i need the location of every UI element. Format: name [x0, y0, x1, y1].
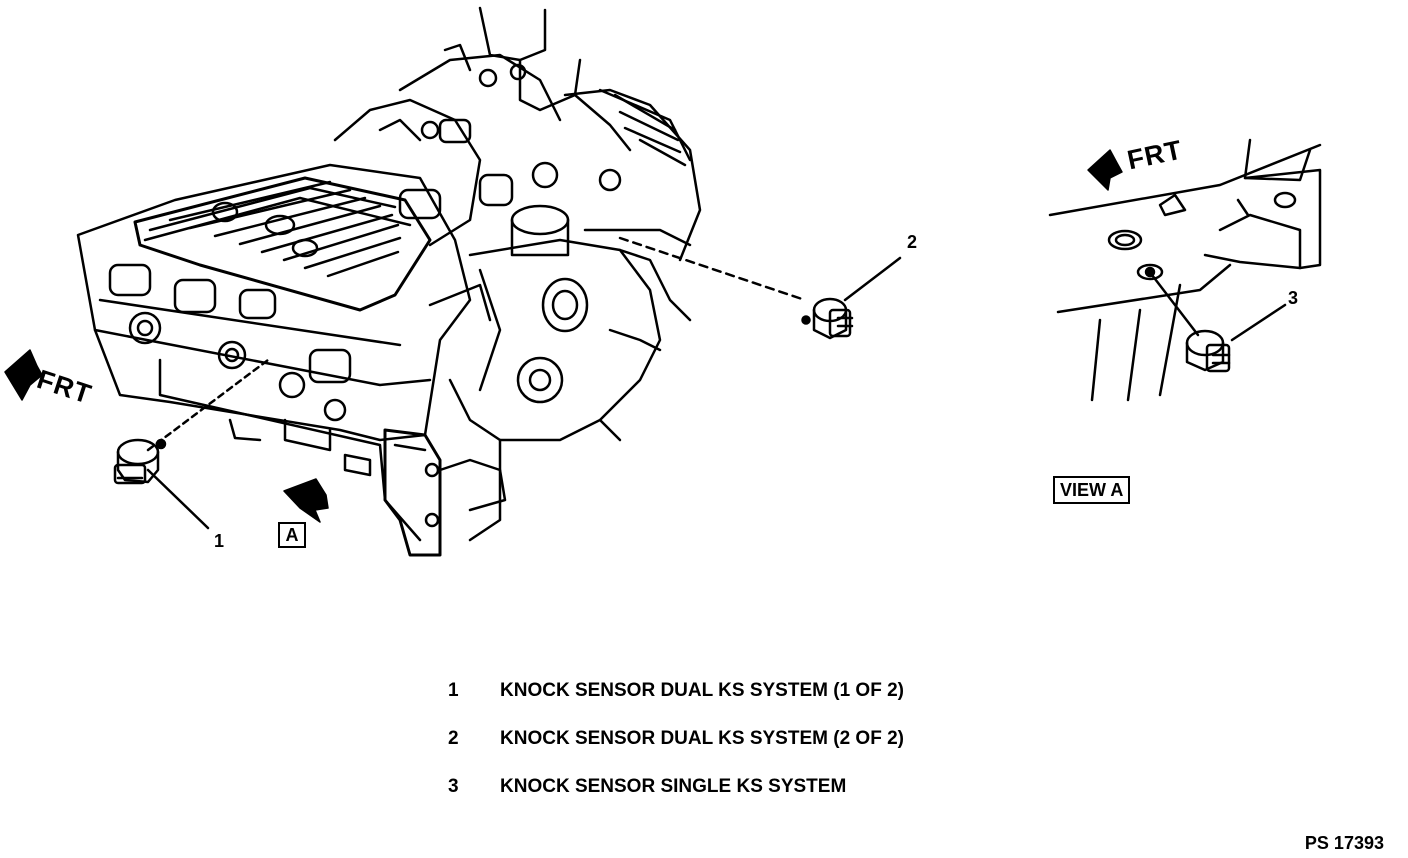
legend-text: KNOCK SENSOR SINGLE KS SYSTEM — [500, 776, 847, 797]
legend-row: 1 KNOCK SENSOR DUAL KS SYSTEM (1 OF 2) — [448, 681, 904, 700]
legend-text: KNOCK SENSOR DUAL KS SYSTEM (2 OF 2) — [500, 728, 904, 749]
knock-sensor-1-icon — [113, 358, 270, 530]
callout-2: 2 — [907, 232, 918, 252]
view-a-title: VIEW A — [1053, 476, 1131, 504]
knock-sensor-3-icon — [1150, 273, 1287, 373]
view-a-detail — [1048, 138, 1322, 402]
callout-3: 3 — [1288, 288, 1299, 308]
legend-text: KNOCK SENSOR DUAL KS SYSTEM (1 OF 2) — [500, 680, 904, 701]
legend-row: 3 KNOCK SENSOR SINGLE KS SYSTEM — [448, 777, 846, 796]
engine-block — [76, 6, 702, 557]
view-a-front-arrow-icon — [1087, 149, 1123, 191]
figure-id: PS 17393 — [1304, 833, 1384, 853]
legend-number: 1 — [448, 680, 459, 701]
knock-sensor-2-icon — [618, 236, 902, 340]
legend-number: 3 — [448, 776, 459, 797]
legend-number: 2 — [448, 728, 459, 749]
legend-row: 2 KNOCK SENSOR DUAL KS SYSTEM (2 OF 2) — [448, 729, 904, 748]
view-direction-arrow-icon — [283, 478, 329, 523]
front-arrow-icon — [4, 349, 43, 401]
callout-1: 1 — [214, 531, 225, 551]
view-ref-badge: A — [278, 522, 306, 548]
